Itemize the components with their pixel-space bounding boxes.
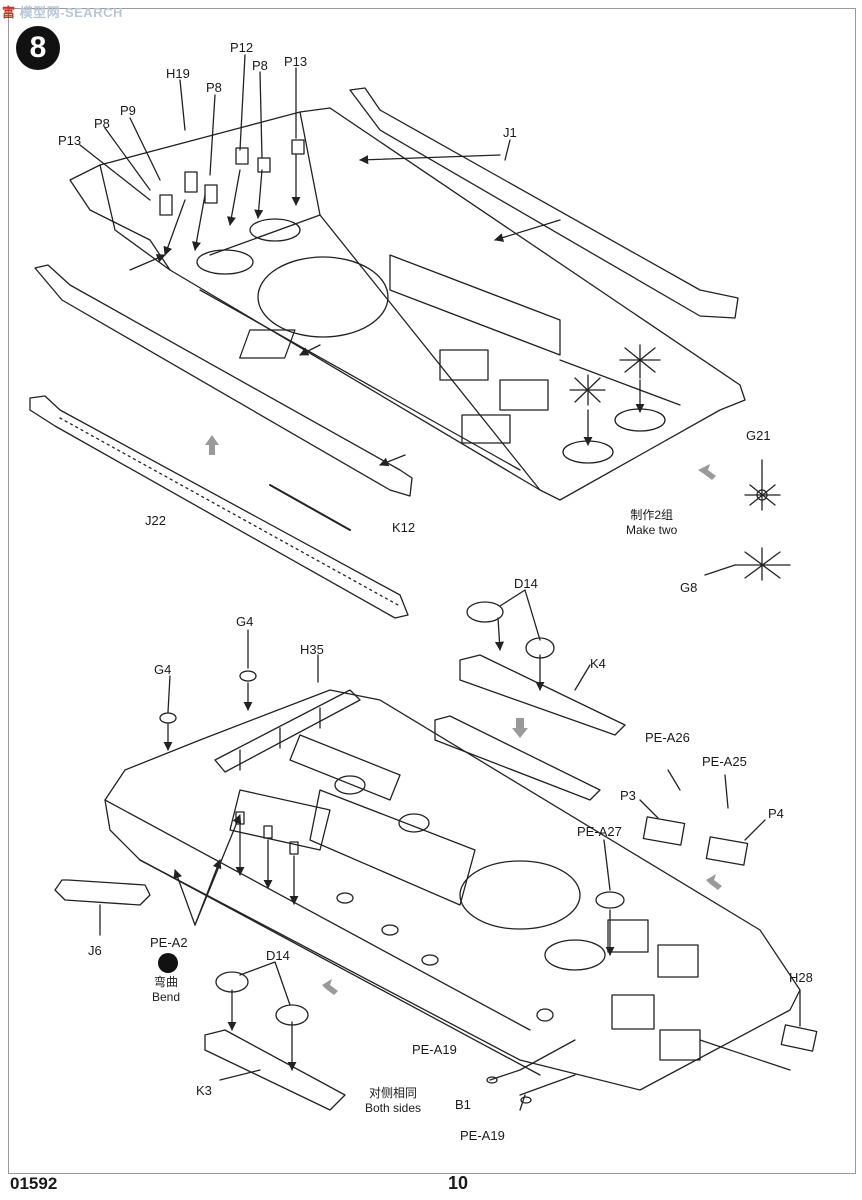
rail-middle <box>34 264 413 497</box>
label-p8-c: P8 <box>94 116 110 131</box>
note-both-sides: 对侧相同 Both sides <box>365 1086 421 1116</box>
label-p8-a: P8 <box>252 58 268 73</box>
label-d14-top: D14 <box>514 576 538 591</box>
label-p9: P9 <box>120 103 136 118</box>
note-make-two: 制作2组 Make two <box>626 508 677 538</box>
note-bend: 弯曲 Bend <box>152 975 180 1005</box>
label-h35: H35 <box>300 642 324 657</box>
label-pe-a26: PE-A26 <box>645 730 690 745</box>
star-part-g21 <box>744 479 781 511</box>
direction-arrows <box>205 435 722 995</box>
upper-hull-drawing <box>69 107 746 501</box>
label-p13-top: P13 <box>284 54 308 69</box>
label-p12: P12 <box>230 40 254 55</box>
label-k3: K3 <box>196 1083 212 1098</box>
label-j6: J6 <box>88 943 102 958</box>
plate-k3 <box>204 1029 346 1111</box>
note-both-sides-en: Both sides <box>365 1101 422 1115</box>
label-j22: J22 <box>145 513 166 528</box>
plate-k4 <box>459 654 626 736</box>
label-k12: K12 <box>392 520 416 535</box>
star-part-g8 <box>734 547 791 581</box>
label-g8: G8 <box>680 580 698 595</box>
label-p13-left: P13 <box>58 133 82 148</box>
label-p8-b: P8 <box>206 80 222 95</box>
watermark-text: 模型网-SEARCH <box>19 5 123 20</box>
handle-j6 <box>54 879 151 906</box>
bend-icon <box>158 953 178 973</box>
label-pe-a19-b: PE-A19 <box>460 1128 505 1143</box>
label-pe-a25: PE-A25 <box>702 754 747 769</box>
note-bend-en: Bend <box>152 990 181 1004</box>
plate-j22 <box>29 395 409 619</box>
note-make-two-cn: 制作2组 <box>630 508 674 522</box>
note-bend-cn: 弯曲 <box>154 975 179 989</box>
label-g21: G21 <box>746 428 771 443</box>
label-g4-a: G4 <box>236 614 254 629</box>
label-p3: P3 <box>620 788 636 803</box>
label-d14-bottom: D14 <box>266 948 290 963</box>
label-pe-a2: PE-A2 <box>150 935 188 950</box>
label-pe-a19-a: PE-A19 <box>412 1042 457 1057</box>
step-number-badge: 8 <box>16 26 60 70</box>
label-k4: K4 <box>590 656 606 671</box>
page-frame <box>8 8 856 1174</box>
watermark-brand: 富 <box>2 5 16 20</box>
label-j1: J1 <box>503 125 517 140</box>
exhaust-h35 <box>214 689 361 773</box>
kit-number: 01592 <box>10 1174 58 1193</box>
note-both-sides-cn: 对侧相同 <box>369 1086 418 1100</box>
rail-j1 <box>349 87 739 319</box>
label-b1: B1 <box>455 1097 471 1112</box>
rod-k12 <box>269 484 351 531</box>
label-p4: P4 <box>768 806 784 821</box>
label-h28: H28 <box>789 970 813 985</box>
note-make-two-en: Make two <box>626 523 678 537</box>
label-g4-b: G4 <box>154 662 172 677</box>
page-number: 10 <box>448 1173 469 1193</box>
watermark: 富 模型网-SEARCH <box>2 2 123 21</box>
label-pe-a27: PE-A27 <box>577 824 622 839</box>
label-h19: H19 <box>166 66 190 81</box>
